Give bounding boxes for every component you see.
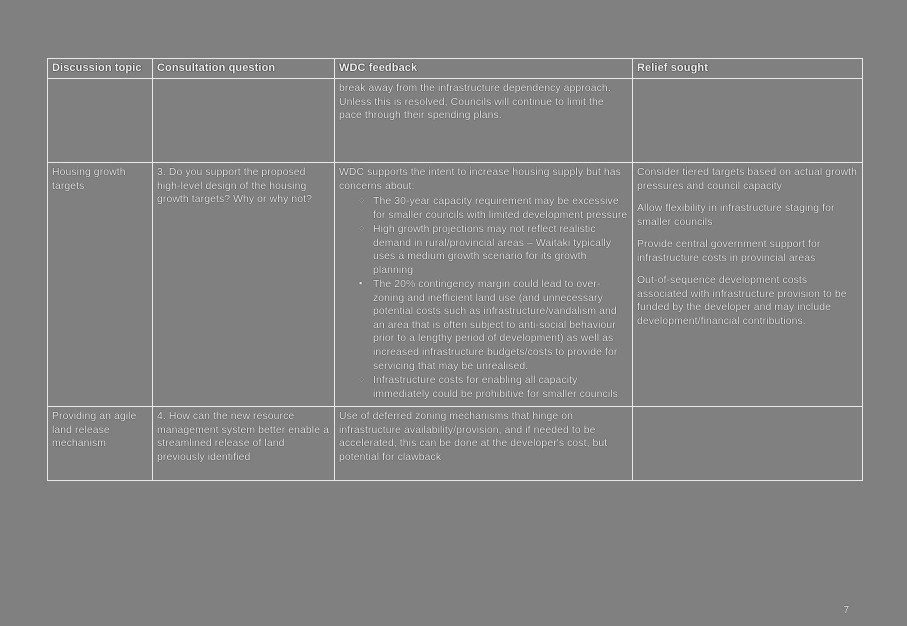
list-item-label: The 20% contingency margin could lead to… <box>373 279 618 372</box>
table-header-row: Discussion topic Consultation question W… <box>47 57 863 80</box>
feedback-paragraph: Use of deferred zoning mechanisms that h… <box>339 411 608 463</box>
relief-paragraph: Provide central government support for i… <box>637 239 821 264</box>
relief-paragraph: Allow flexibility in infrastructure stag… <box>637 203 835 228</box>
list-item-label: The 30-year capacity requirement may be … <box>373 196 628 221</box>
column-header-consultation-question: Consultation question <box>152 57 335 80</box>
cell-relief-sought <box>632 78 863 164</box>
cell-consultation-question: 3. Do you support the proposed high-leve… <box>152 162 335 408</box>
cell-wdc-feedback: break away from the infrastructure depen… <box>334 78 633 164</box>
table-row: break away from the infrastructure depen… <box>47 78 863 164</box>
feedback-table: Discussion topic Consultation question W… <box>47 57 863 482</box>
cell-wdc-feedback: WDC supports the intent to increase hous… <box>334 162 633 408</box>
bullet-circle-icon: ○ <box>359 374 365 385</box>
bullet-circle-icon: ○ <box>359 195 365 206</box>
list-item: ○ High growth projections may not reflec… <box>359 223 628 277</box>
cell-consultation-question <box>152 78 335 164</box>
cell-consultation-question: 4. How can the new resource management s… <box>152 406 335 482</box>
bullet-square-icon: ▪ <box>359 278 363 289</box>
cell-discussion-topic: Housing growth targets <box>47 162 153 408</box>
cell-relief-sought: Consider tiered targets based on actual … <box>632 162 863 408</box>
feedback-paragraph: break away from the infrastructure depen… <box>339 83 611 122</box>
page-sheet: Discussion topic Consultation question W… <box>20 20 887 616</box>
feedback-intro: WDC supports the intent to increase hous… <box>339 167 621 192</box>
table-row: Providing an agile land release mechanis… <box>47 406 863 482</box>
list-item: ○ Infrastructure costs for enabling all … <box>359 374 628 401</box>
column-header-discussion-topic: Discussion topic <box>47 57 153 80</box>
page-number: 7 <box>843 605 849 616</box>
cell-discussion-topic: Providing an agile land release mechanis… <box>47 406 153 482</box>
list-item: ○ The 30-year capacity requirement may b… <box>359 195 628 222</box>
relief-paragraph: Out-of-sequence development costs associ… <box>637 275 847 327</box>
bullet-circle-icon: ○ <box>359 223 365 234</box>
cell-relief-sought <box>632 406 863 482</box>
column-header-wdc-feedback: WDC feedback <box>334 57 633 80</box>
list-item: ▪ The 20% contingency margin could lead … <box>359 278 628 373</box>
list-item-label: Infrastructure costs for enabling all ca… <box>373 375 618 400</box>
column-header-relief-sought: Relief sought <box>632 57 863 80</box>
feedback-bullet-list: ○ The 30-year capacity requirement may b… <box>339 195 628 401</box>
table-row: Housing growth targets 3. Do you support… <box>47 162 863 408</box>
cell-discussion-topic <box>47 78 153 164</box>
list-item-label: High growth projections may not reflect … <box>373 224 612 276</box>
relief-paragraph: Consider tiered targets based on actual … <box>637 167 858 192</box>
cell-wdc-feedback: Use of deferred zoning mechanisms that h… <box>334 406 633 482</box>
